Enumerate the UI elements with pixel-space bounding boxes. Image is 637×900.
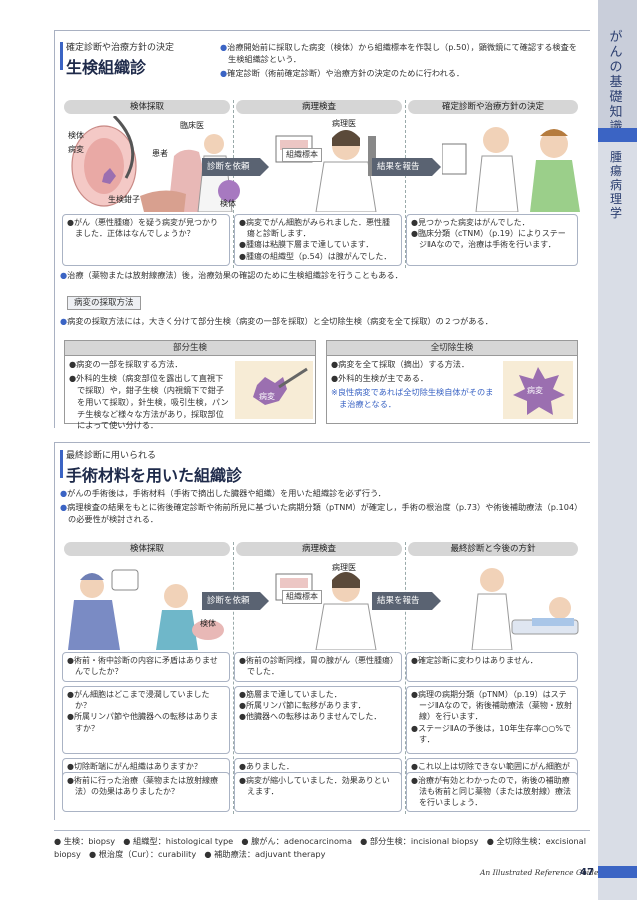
finding-box: ●筋層まで達していました． ●所属リンパ節に転移があります． ●他臓器への転移は… — [234, 686, 402, 754]
pathologist-illustration — [275, 572, 377, 650]
intro-bullet: ●確定診断（術前確定診断）や治療方針の決定のために行われる． — [220, 67, 465, 78]
label-slide: 組織標本 — [282, 148, 322, 162]
footer-divider — [54, 830, 590, 831]
subhead-sampling-method: 病変の採取方法 — [67, 296, 141, 310]
arrow-request-diagnosis: 診断を依頼 — [202, 158, 269, 176]
finding-box: ●病変でがん細胞がみられました．悪性腫瘍と診断します． ●腫瘍は粘膜下層まで達し… — [234, 214, 402, 266]
section-kicker: 最終診断に用いられる — [66, 451, 157, 461]
arrow-report-result: 結果を報告 — [372, 158, 441, 176]
finding-box: ●病変が縮小していました．効果ありといえます． — [234, 772, 402, 812]
partial-biopsy-head: 部分生検 — [65, 341, 315, 356]
side-index-tab: がんの基礎知識 腫瘍病理学 — [598, 0, 637, 900]
decision-box: ●治療が有効とわかったので，術後の補助療法も術前と同じ薬物（または放射線）療法を… — [406, 772, 578, 812]
finding-box: ●術前の診断同様，胃の腺がん（悪性腫瘍）でした． — [234, 652, 402, 682]
label-patient: 患者 — [152, 149, 168, 158]
note-bullet: ●治療（薬物または放射線療法）後，治療効果の確認のために生検組織診を行うこともあ… — [60, 270, 403, 280]
arrow-report-result: 結果を報告 — [372, 592, 441, 610]
page-number: 47 — [580, 867, 594, 878]
excisional-lesion-label: 病変 — [527, 386, 543, 395]
decision-box: ●病理の病期分類（pTNM）（p.19）はステージⅡAなので，術後補助療法（薬物… — [406, 686, 578, 754]
side-section-label: 腫瘍病理学 — [609, 150, 622, 220]
question-box: ●術前に行った治療（薬物または放射線療法）の効果はありましたか？ — [62, 772, 230, 812]
label-lesion: 病変 — [68, 145, 84, 154]
intro-bullets: ●治療開始前に採取した病変（検体）から組織標本を作製し（p.50），顕微鏡にて確… — [220, 42, 580, 82]
intro-bullet: ●治療開始前に採取した病変（検体）から組織標本を作製し（p.50），顕微鏡にて確… — [220, 42, 577, 64]
question-box: ●がん（悪性腫瘍）を疑う病変が見つかりました．正体はなんでしょうか？ — [62, 214, 230, 266]
consultation-illustration — [442, 127, 580, 212]
label-specimen: 検体 — [200, 619, 216, 628]
section-title: 手術材料を用いた組織診 — [66, 466, 243, 485]
page-number-bar — [598, 866, 637, 878]
partial-lesion-label: 病変 — [259, 392, 275, 401]
stage-label: 検体採取 — [64, 100, 230, 114]
label-specimen-2: 検体 — [220, 199, 236, 208]
glossary: ● 生検：biopsy ● 組織型：histological type ● 腺が… — [54, 836, 586, 859]
surgery-illustration — [68, 569, 224, 650]
decision-box: ●確定診断に変わりはありません． — [406, 652, 578, 682]
specimen-blob-icon — [218, 180, 240, 202]
section-title: 生検組織診 — [66, 58, 147, 77]
stage-label: 確定診断や治療方針の決定 — [408, 100, 578, 114]
label-pathologist: 病理医 — [332, 563, 356, 572]
label-forceps: 生検鉗子 — [108, 195, 140, 204]
partial-biopsy-illustration — [235, 361, 313, 419]
label-clinician: 臨床医 — [180, 121, 204, 130]
method-intro: ●病変の採取方法には，大きく分けて部分生検（病変の一部を採取）と全切除生検（病変… — [60, 316, 493, 326]
side-chapter-label: がんの基礎知識 — [609, 30, 623, 135]
stage-label: 検体採取 — [64, 542, 230, 556]
section-frame — [54, 30, 590, 428]
excisional-biopsy-box: 全切除生検 ●病変を全て採取（摘出）する方法． ●外科的生検が主である． ※良性… — [326, 340, 578, 424]
label-slide: 組織標本 — [282, 590, 322, 604]
side-tab-marker — [598, 128, 637, 142]
question-box: ●術前・術中診断の内容に矛盾はありませんでしたか？ — [62, 652, 230, 682]
section-biopsy: 確定診断や治療方針の決定 生検組織診 ●治療開始前に採取した病変（検体）から組織… — [54, 30, 590, 430]
stage-label: 最終診断と今後の方針 — [408, 542, 578, 556]
section-surgical-specimen: 最終診断に用いられる 手術材料を用いた組織診 ●がんの手術後は，手術材料（手術で… — [54, 442, 590, 820]
question-box: ●がん細胞はどこまで浸潤していましたか？ ●所属リンパ節や他臓器への転移はありま… — [62, 686, 230, 754]
partial-biopsy-box: 部分生検 ●病変の一部を採取する方法． ●外科的生検（病変部位を露出して直視下で… — [64, 340, 316, 430]
reference-guide-label: An Illustrated Reference Guide — [480, 868, 599, 877]
stage-label: 病理検査 — [236, 100, 402, 114]
kicker-bar — [60, 42, 63, 70]
excisional-biopsy-illustration — [503, 361, 573, 419]
section-kicker: 確定診断や治療方針の決定 — [66, 43, 175, 53]
stage-label: 病理検査 — [236, 542, 402, 556]
label-specimen: 検体 — [68, 131, 84, 140]
excisional-biopsy-head: 全切除生検 — [327, 341, 577, 356]
label-pathologist: 病理医 — [332, 119, 356, 128]
intro-bullets: ●がんの手術後は，手術材料（手術で摘出した臓器や組織）を用いた組織診を必ず行う．… — [60, 488, 579, 524]
side-tab-chapter-block — [598, 0, 637, 128]
decision-box: ●見つかった病変はがんでした． ●臨床分類（cTNM）（p.19）によりステージ… — [406, 214, 578, 266]
consultation-illustration — [471, 568, 579, 650]
arrow-request-diagnosis: 診断を依頼 — [202, 592, 269, 610]
